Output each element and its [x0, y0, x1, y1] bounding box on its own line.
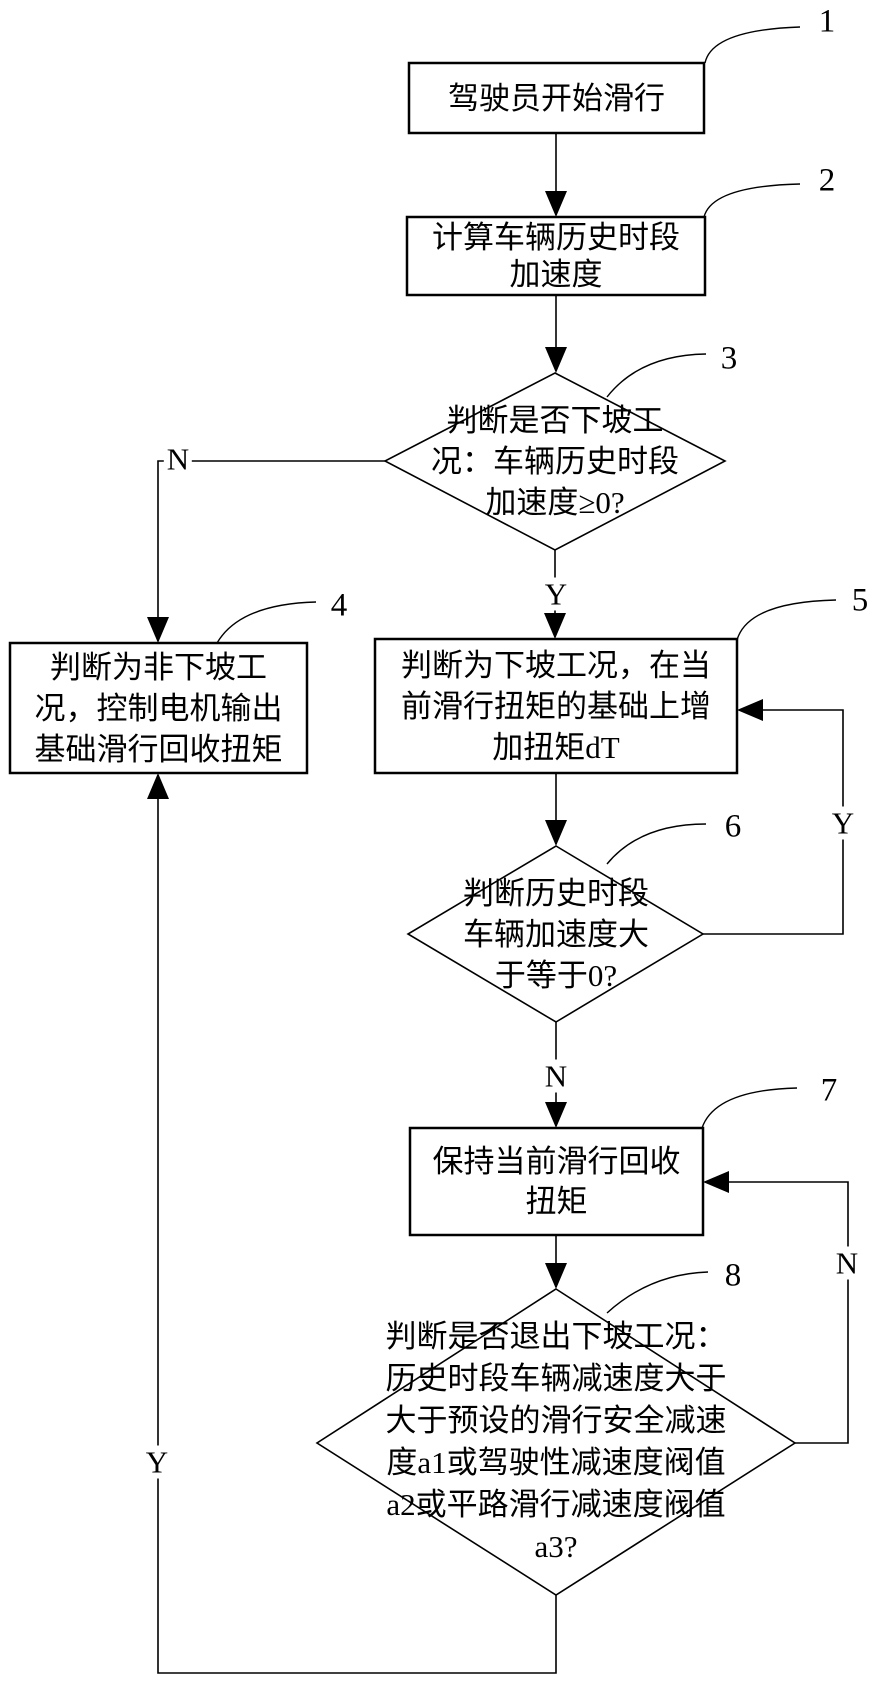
- ref-number-8: 8: [724, 1257, 742, 1294]
- arrow-into-downhill-check: [545, 347, 567, 373]
- arrow-into-accel-recheck: [545, 820, 567, 846]
- arrowheads: [147, 191, 763, 1289]
- leader-ref-8: [606, 1271, 709, 1314]
- non-downhill-box: 判断为非下坡工 况，控制电机输出 基础滑行回收扭矩: [34, 649, 283, 767]
- branch-label-yes-exit-check: Y: [142, 1445, 172, 1479]
- leader-ref-7: [701, 1087, 798, 1129]
- branch-label-yes-accel-recheck: Y: [828, 806, 858, 840]
- leader-ref-5: [736, 599, 837, 641]
- start-box: 驾驶员开始滑行: [448, 80, 665, 116]
- leader-ref-3: [606, 353, 707, 398]
- ref-number-2: 2: [818, 162, 836, 199]
- ref-number-5: 5: [851, 582, 869, 619]
- edge-8-7-no-loop: [705, 1181, 849, 1444]
- branch-label-yes-downhill-check: Y: [541, 577, 571, 611]
- leader-ref-2: [703, 183, 801, 218]
- arrow-into-keep-torque-top: [545, 1102, 567, 1128]
- leader-ref-4: [216, 601, 317, 644]
- ref-number-4: 4: [330, 587, 348, 624]
- edge-8-4-yes-loop: [157, 775, 557, 1674]
- arrow-into-add-torque-right: [737, 699, 763, 721]
- arrow-into-non-downhill-bottom: [147, 773, 169, 799]
- ref-number-6: 6: [724, 808, 742, 845]
- ref-number-7: 7: [820, 1072, 838, 1109]
- accel-recheck-diamond: 判断历史时段 车辆加速度大 于等于0?: [463, 875, 649, 993]
- non-downhill-box-outline: [8, 641, 309, 775]
- leader-ref-1: [704, 26, 801, 64]
- branch-label-no-exit-check: N: [832, 1246, 862, 1280]
- arrow-into-add-torque-top: [544, 613, 566, 639]
- ref-number-3: 3: [720, 340, 738, 377]
- downhill-check-diamond: 判断是否下坡工 况：车辆历史时段 加速度≥0?: [431, 402, 679, 520]
- arrow-into-keep-torque-right: [703, 1171, 729, 1193]
- calc-accel-box: 计算车辆历史时段 加速度: [432, 220, 680, 292]
- edge-3-4-no: [157, 460, 385, 641]
- branch-label-no-accel-recheck: N: [541, 1059, 571, 1093]
- arrow-into-calc-accel: [545, 191, 567, 217]
- keep-torque-box: 保持当前滑行回收 扭矩: [432, 1143, 681, 1219]
- arrow-into-non-downhill-top: [147, 617, 169, 643]
- leader-ref-6: [606, 823, 707, 865]
- branch-label-no-downhill-check: N: [163, 442, 193, 476]
- add-torque-box: 判断为下坡工况，在当 前滑行扭矩的基础上增 加扭矩dT: [401, 647, 711, 765]
- ref-number-1: 1: [818, 3, 836, 40]
- exit-check-diamond: 判断是否退出下坡工况： 历史时段车辆减速度大于 大于预设的滑行安全减速 度a1或…: [385, 1319, 727, 1564]
- arrow-into-exit-check: [545, 1263, 567, 1289]
